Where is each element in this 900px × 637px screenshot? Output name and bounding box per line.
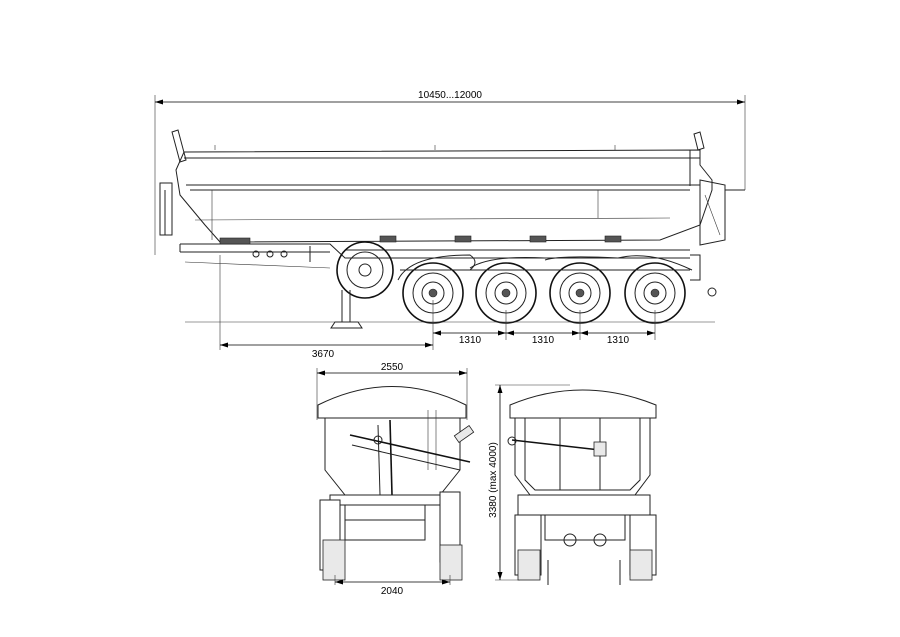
front-left-wheel [322, 539, 346, 581]
rear-left-wheel [517, 549, 541, 581]
overall-length-dimension: 10450...12000 [154, 90, 746, 255]
rear-wheels [397, 254, 717, 324]
overall-height-label: 3380 (max 4000) [488, 442, 499, 518]
track-width-label: 2040 [381, 586, 404, 597]
track-width-dimension: 2040 [334, 575, 451, 597]
side-view: 10450...12000 [154, 90, 746, 360]
body-width-dimension: 2550 [316, 362, 468, 420]
overall-length-label: 10450...12000 [418, 90, 482, 101]
tipper-body [159, 129, 745, 246]
front-right-wheel [439, 544, 463, 581]
kingpin-to-axle-label: 3670 [312, 349, 335, 360]
axle-dimensions: 3670 1310 1310 1310 [219, 255, 656, 360]
height-dimension: 3380 (max 4000) [488, 384, 570, 581]
axle-spacing-3-label: 1310 [607, 335, 630, 346]
front-view: 2550 2040 [316, 362, 475, 597]
rear-right-wheel [629, 549, 653, 581]
body-width-label: 2550 [381, 362, 404, 373]
rear-view: 3380 (max 4000) [488, 384, 657, 585]
axle-spacing-2-label: 1310 [532, 335, 555, 346]
axle-spacing-1-label: 1310 [459, 335, 482, 346]
spare-wheel [336, 241, 394, 299]
